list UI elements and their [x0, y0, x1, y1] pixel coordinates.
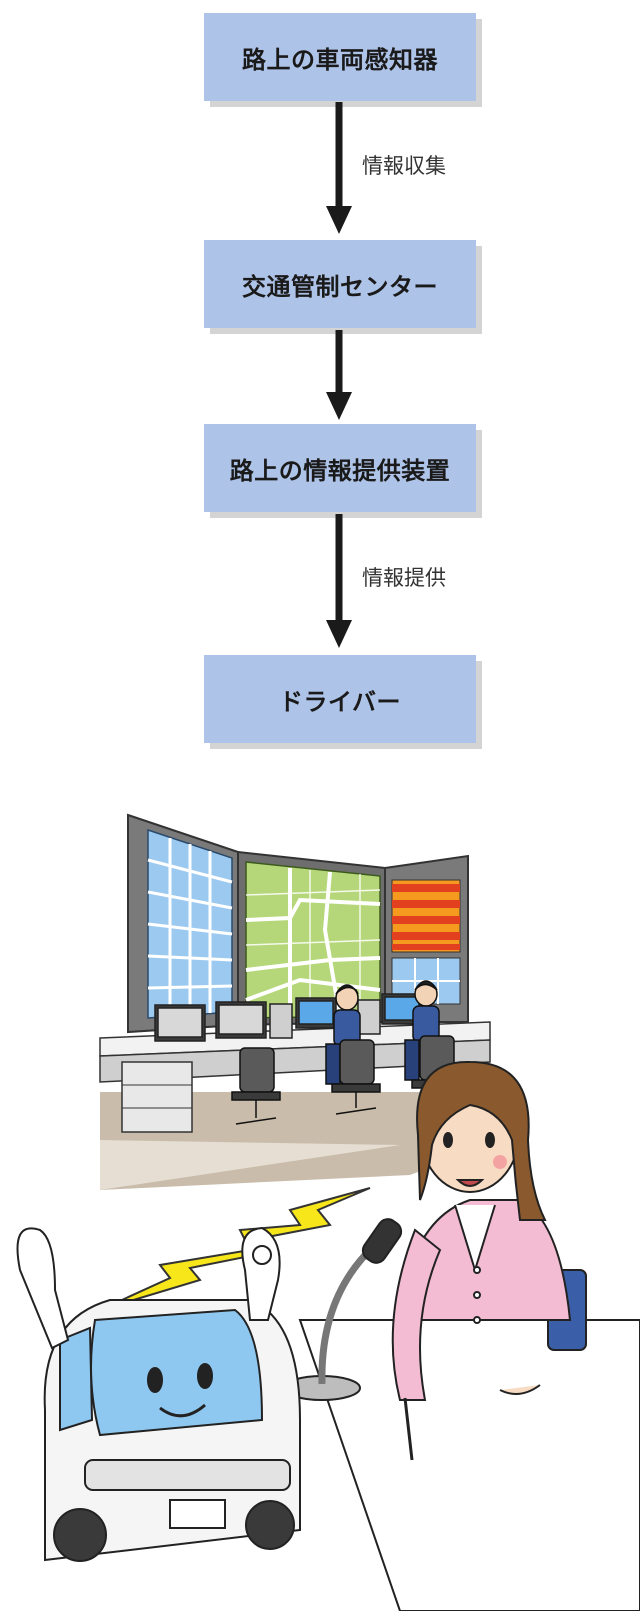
flow-arrows — [0, 0, 640, 800]
announcer-desk — [300, 1320, 640, 1611]
arrow-2 — [326, 330, 352, 420]
illustration — [0, 800, 640, 1611]
lightning-bolt — [100, 1188, 370, 1310]
congestion-heat-screen — [392, 880, 460, 952]
arrow-1 — [326, 102, 352, 234]
arrow-3 — [326, 514, 352, 648]
traffic-map-screen — [246, 862, 380, 1018]
video-wall-left — [148, 830, 232, 1018]
smiling-car — [18, 1228, 301, 1561]
